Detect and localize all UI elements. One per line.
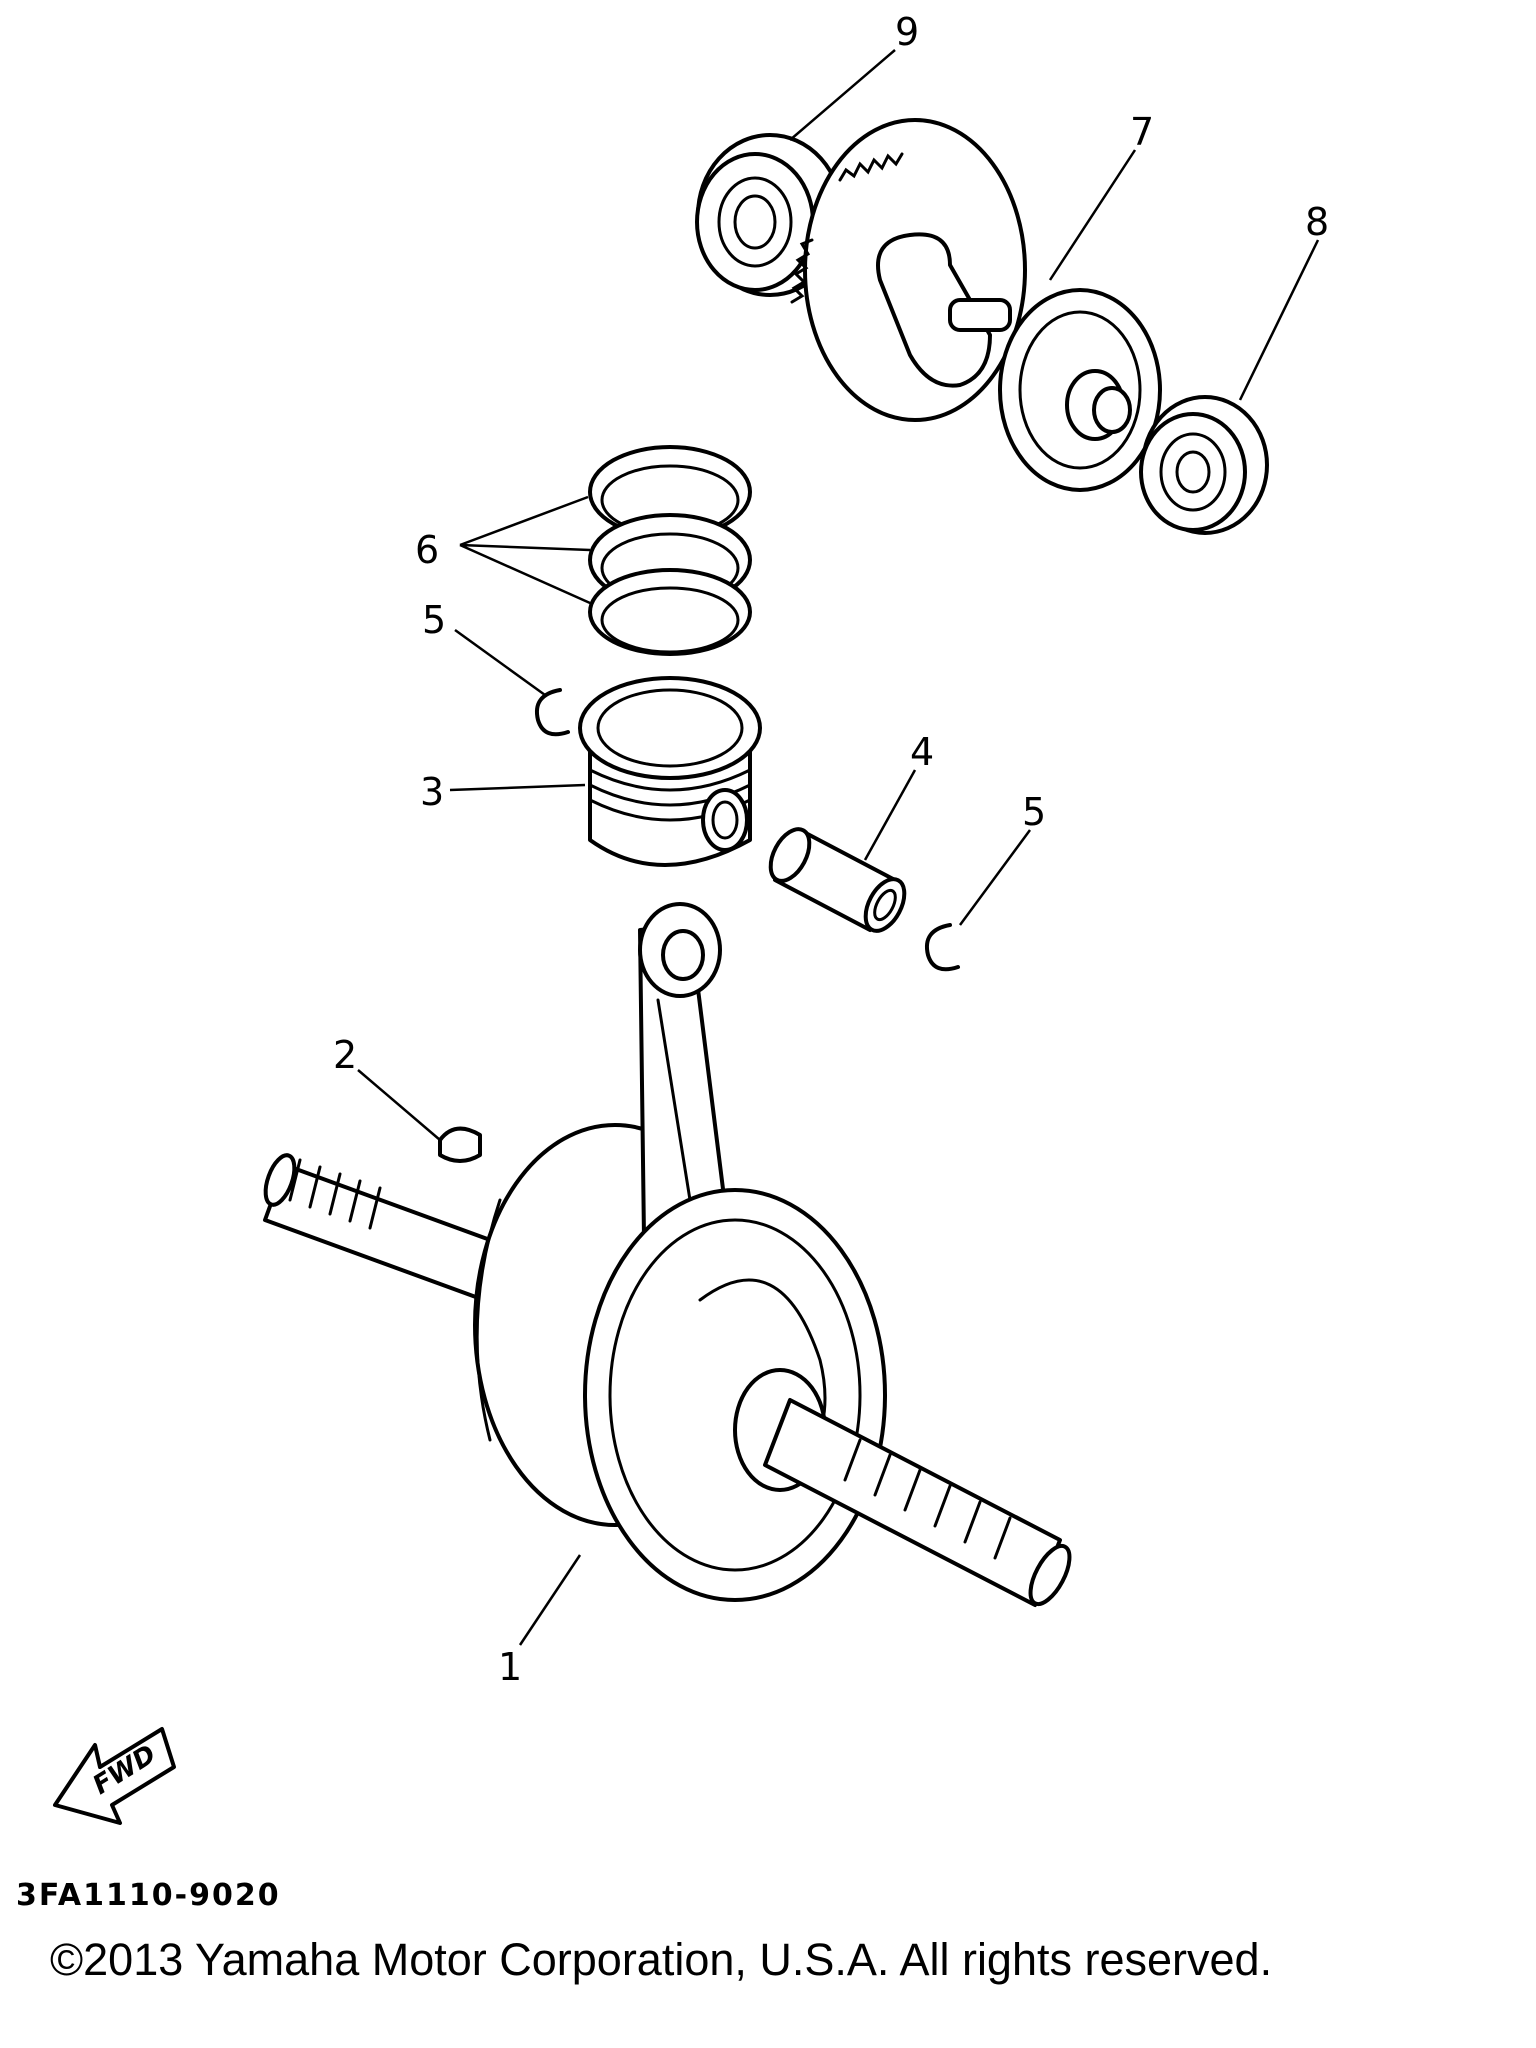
callout-labels: 9 7 8 6 5 3 4 5 2 1 [333, 10, 1329, 1689]
piston-pin-part-4 [768, 827, 907, 933]
part-code: 3FA1110-9020 [16, 1878, 281, 1913]
piston-part-3 [578, 676, 762, 867]
bearing-part-8 [1139, 395, 1269, 535]
callout-6: 6 [415, 528, 439, 572]
callout-1: 1 [498, 1645, 522, 1689]
copyright-notice: ©2013 Yamaha Motor Corporation, U.S.A. A… [50, 1934, 1273, 1985]
callout-3: 3 [420, 770, 444, 814]
leader-lines [357, 49, 1320, 1646]
callout-2: 2 [333, 1033, 357, 1077]
callout-5-left: 5 [422, 598, 446, 642]
circlip-part-5-right [925, 923, 960, 972]
piston-rings-part-6 [588, 445, 752, 656]
callout-4: 4 [910, 730, 934, 774]
circlip-part-5-left [535, 688, 570, 737]
woodruff-key-part-2 [438, 1126, 482, 1163]
balancer-shaft-part-7 [790, 118, 1162, 492]
forward-direction-arrow: FWD [53, 1727, 176, 1825]
callout-5-right: 5 [1022, 790, 1046, 834]
callout-8: 8 [1305, 200, 1329, 244]
callout-7: 7 [1130, 110, 1154, 154]
crankshaft-part-1 [263, 902, 1072, 1607]
callout-9: 9 [895, 10, 919, 54]
